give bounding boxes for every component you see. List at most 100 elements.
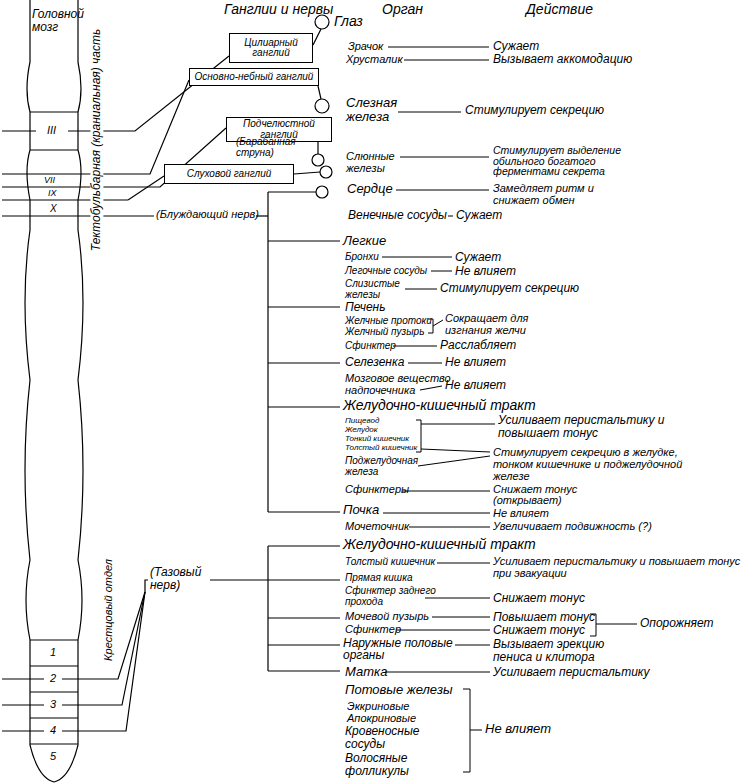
organ-circle bbox=[315, 15, 329, 29]
branch-line bbox=[268, 406, 340, 407]
text-label: (Блуждающий нерв) bbox=[156, 208, 259, 220]
text-label: X bbox=[50, 203, 57, 214]
dash-line bbox=[402, 491, 490, 492]
text-label: Тонкий кишечник bbox=[345, 435, 409, 444]
pelvic-nerve-line bbox=[210, 579, 268, 580]
text-label: Потовые железы bbox=[345, 683, 453, 697]
text-label: Действие bbox=[526, 2, 593, 17]
text-label: Волосяные фолликулы bbox=[345, 752, 430, 778]
nerve-line bbox=[128, 80, 189, 174]
text-label: Сфинктер заднего прохода bbox=[345, 585, 440, 607]
text-label: Сужает bbox=[456, 209, 502, 222]
dash-line bbox=[396, 190, 489, 191]
text-label: Головной мозг bbox=[32, 8, 86, 34]
dash-line bbox=[409, 527, 490, 528]
text-label: Усиливает перистальтику и повышает тонус bbox=[498, 414, 668, 440]
text-label: Сфинктеры bbox=[345, 483, 409, 495]
dash-line bbox=[393, 346, 437, 347]
dash-line bbox=[404, 60, 489, 61]
ganglion-name: Основно-небный ганглий bbox=[195, 72, 314, 83]
segment-line bbox=[30, 717, 78, 718]
text-label: Матка bbox=[345, 665, 387, 679]
text-label: Печень bbox=[345, 301, 386, 314]
nerve-line bbox=[2, 215, 154, 216]
branch-line bbox=[268, 240, 340, 241]
text-label: Глаз bbox=[334, 14, 363, 29]
text-label: Толстый кишечник bbox=[345, 444, 417, 453]
text-label: Легочные сосуды bbox=[345, 265, 427, 276]
text-label: Слюнные железы bbox=[346, 150, 408, 174]
dash-line bbox=[431, 271, 452, 272]
text-label: Мочевой пузырь bbox=[345, 610, 429, 622]
dash-line bbox=[382, 257, 452, 258]
text-label: Сердце bbox=[347, 182, 393, 196]
organ-circle bbox=[316, 186, 328, 198]
dash-line bbox=[425, 598, 490, 599]
text-label: Апокриновые bbox=[347, 712, 416, 724]
text-label: Замедляет ритм и снижает обмен bbox=[493, 182, 603, 206]
text-label: Ганглии и нервы bbox=[224, 2, 333, 17]
nerve-line bbox=[2, 704, 44, 705]
text-label: Опорожняет bbox=[640, 617, 714, 630]
text-label: Желчный пузырь bbox=[345, 326, 424, 337]
dash-line bbox=[418, 456, 490, 466]
dash-line bbox=[400, 157, 489, 158]
nerve-line bbox=[294, 172, 320, 174]
text-label: Не влияет bbox=[455, 265, 516, 278]
nerve-line bbox=[313, 29, 321, 45]
ganglion-box: Цилиарный ганглий bbox=[229, 33, 313, 63]
text-label: Стимулирует секрецию bbox=[465, 104, 604, 117]
branch-line bbox=[268, 191, 316, 192]
ganglion-name: Цилиарный ганглий bbox=[232, 38, 310, 59]
dash-line bbox=[420, 386, 442, 390]
dash-line bbox=[433, 320, 443, 326]
dash-line bbox=[432, 617, 490, 618]
branch-line bbox=[268, 362, 340, 363]
text-label: Не влияет bbox=[485, 722, 551, 736]
text-label: Усиливает перистальтику и повышает тонус… bbox=[493, 555, 743, 579]
text-label: Желудочно-кишечный тракт bbox=[343, 537, 536, 552]
dash-line bbox=[421, 424, 495, 425]
text-label: Венечные сосуды bbox=[348, 209, 447, 222]
nerve-line bbox=[2, 173, 128, 174]
text-label: Зрачок bbox=[348, 40, 383, 52]
segment-line bbox=[30, 691, 78, 692]
spinal-cord bbox=[25, 0, 83, 782]
nerve-line bbox=[2, 678, 44, 679]
text-label: Прямая кишка bbox=[345, 572, 412, 583]
text-label: Сужает bbox=[455, 251, 501, 264]
text-label: Сфинктер bbox=[345, 340, 396, 351]
text-label: Стимулирует выделение обильного богатого… bbox=[493, 145, 623, 177]
dash-line bbox=[470, 730, 482, 731]
text-label: Не влияет bbox=[493, 507, 549, 519]
text-label: Вызывает эрекцию пениса и клитора bbox=[493, 638, 643, 664]
dash-line bbox=[421, 449, 490, 452]
text-label: Орган bbox=[382, 2, 423, 17]
text-label: Снижает тонус bbox=[493, 624, 585, 637]
bracket bbox=[463, 689, 470, 772]
text-label: 4 bbox=[50, 724, 56, 736]
organ-circle bbox=[312, 154, 324, 166]
ganglion-box: Слуховой ганглий bbox=[164, 164, 294, 184]
text-label: Слизистые железы bbox=[345, 278, 405, 300]
nerve-line bbox=[2, 199, 128, 200]
text-label: 5 bbox=[50, 750, 56, 762]
text-label: Поджелудочная железа bbox=[345, 455, 425, 477]
text-label: III bbox=[47, 124, 56, 136]
organ-circle bbox=[315, 99, 329, 113]
segment-line bbox=[30, 665, 78, 666]
dash-line bbox=[448, 216, 453, 217]
text-label: Пищевод bbox=[345, 417, 379, 426]
branch-line bbox=[268, 644, 340, 645]
nerve-line bbox=[2, 186, 128, 187]
nerve-line bbox=[128, 176, 164, 200]
text-label: Легкие bbox=[343, 234, 386, 248]
branch-line bbox=[268, 617, 340, 618]
text-label: 1 bbox=[50, 646, 56, 658]
pelvic-nerve-line bbox=[145, 580, 148, 592]
text-label: Стимулирует секрецию в желудке, тонком к… bbox=[493, 446, 693, 482]
text-label: Наружные половые органы bbox=[343, 637, 458, 661]
branch-line bbox=[268, 545, 340, 546]
text-label: Желудочно-кишечный тракт bbox=[343, 398, 536, 413]
